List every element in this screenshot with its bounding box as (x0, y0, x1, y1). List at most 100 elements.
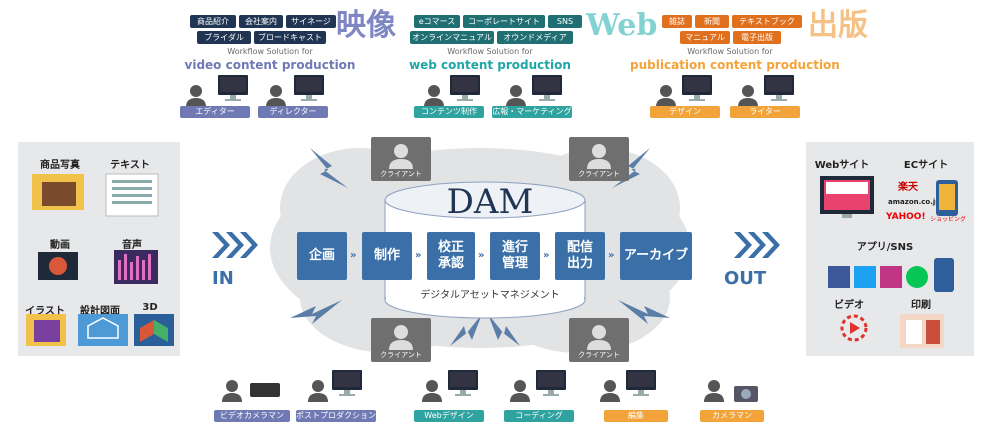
out-label: OUT (724, 268, 767, 289)
chevron-icon: » (543, 250, 550, 261)
windows-monitor-icon (532, 75, 562, 101)
item-product-photo: 商品写真 (40, 160, 80, 171)
pub-big-title: 出版 (808, 8, 868, 43)
apple-monitor-icon (536, 370, 566, 396)
amazon-logo: amazon.co.jp (888, 198, 941, 206)
out-print: 印刷 (911, 300, 931, 311)
video-wf-big: video content production (184, 58, 356, 72)
role-editing: 編集 (604, 410, 668, 422)
postproduction-person-icon (308, 380, 328, 402)
windows-monitor-icon (294, 75, 324, 101)
line-icon (906, 266, 928, 288)
windows-monitor-icon (764, 75, 794, 101)
tag-bridal: ブライダル (197, 31, 251, 44)
chevron-icon: » (478, 250, 485, 261)
tag-broadcast: ブロードキャスト (254, 31, 326, 44)
video-camera-icon (250, 383, 280, 397)
client-label: クライアント (578, 351, 620, 359)
tag-newspaper: 新聞 (695, 15, 729, 28)
apple-monitor-icon (218, 75, 248, 101)
tag-owned-media: オウンドメディア (497, 31, 573, 44)
out-arrow-icon (734, 232, 780, 258)
item-illust: イラスト (25, 306, 65, 317)
role-editor: エディター (180, 106, 250, 118)
photographer-person-icon (704, 380, 724, 402)
twitter-icon (854, 266, 876, 288)
out-apps-sns: アプリ/SNS (856, 242, 914, 253)
client-label: クライアント (380, 170, 422, 178)
chevron-icon: » (350, 250, 357, 261)
blueprint-icon (78, 314, 128, 346)
item-blueprint: 設計図面 (80, 306, 120, 317)
apple-monitor-icon (682, 75, 712, 101)
apple-monitor-icon (448, 370, 478, 396)
role-design: デザイン (650, 106, 720, 118)
item-video: 動画 (50, 240, 70, 251)
output-icons (820, 176, 958, 348)
role-photographer: カメラマン (700, 410, 764, 422)
step-archive: アーカイブ (620, 232, 692, 280)
coding-person-icon (510, 380, 530, 402)
chevron-icon: » (608, 250, 615, 261)
web-wf-big: web content production (409, 58, 571, 72)
lightning-icon (618, 300, 670, 324)
editor-person-icon (186, 85, 206, 107)
tag-ecommerce: eコマース (414, 15, 460, 28)
role-webdesign: Webデザイン (414, 410, 484, 422)
director-person-icon (266, 85, 286, 107)
role-coding: コーディング (504, 410, 574, 422)
designer-person-icon (656, 85, 676, 107)
apple-monitor-icon (450, 75, 480, 101)
item-audio: 音声 (122, 240, 142, 251)
client-box: クライアント (371, 318, 431, 362)
webdesign-person-icon (422, 380, 442, 402)
pub-wf-big: publication content production (630, 58, 840, 72)
windows-monitor-icon (626, 370, 656, 396)
step-distribution: 配信 出力 (555, 232, 605, 280)
item-text: テキスト (110, 160, 150, 171)
client-box: クライアント (569, 318, 629, 362)
lightning-icon (450, 314, 482, 346)
marketing-person-icon (506, 85, 526, 107)
web-wf-small: Workflow Solution for (447, 47, 533, 56)
client-label: クライアント (380, 351, 422, 359)
pub-wf-small: Workflow Solution for (687, 47, 773, 56)
item-3d: 3D (142, 302, 158, 313)
yahoo-logo: YAHOO! (886, 212, 926, 222)
role-marketing: 広報・マーケティング (492, 106, 572, 118)
tag-signage: サイネージ (286, 15, 336, 28)
tag-textbook: テキストブック (732, 15, 802, 28)
video-big-title: 映像 (336, 8, 396, 43)
out-video: ビデオ (834, 300, 864, 311)
yahoo-shopping-label: ショッピング (930, 216, 967, 223)
client-box: クライアント (569, 137, 629, 181)
web-big-title: Web (586, 8, 658, 43)
video-play-icon (840, 314, 868, 342)
tag-magazine: 雑誌 (662, 15, 692, 28)
out-ec-site: ECサイト (903, 160, 949, 171)
rakuten-logo: 楽天 (898, 182, 918, 193)
apple-monitor-icon (332, 370, 362, 396)
content-person-icon (424, 85, 444, 107)
role-videocameraman: ビデオカメラマン (214, 410, 290, 422)
in-arrow-icon (212, 232, 258, 258)
tag-online-manual: オンラインマニュアル (410, 31, 494, 44)
input-icons (26, 173, 174, 346)
lightning-icon (290, 300, 342, 324)
client-box: クライアント (371, 137, 431, 181)
dam-title: DAM (446, 182, 534, 222)
client-label: クライアント (578, 170, 620, 178)
step-progress: 進行 管理 (490, 232, 540, 280)
in-label: IN (212, 268, 234, 289)
tag-corporate-site: コーポレートサイト (463, 15, 545, 28)
tag-product-intro: 商品紹介 (190, 15, 236, 28)
role-content: コンテンツ制作 (414, 106, 484, 118)
editing-person-icon (600, 380, 620, 402)
role-postproduction: ポストプロダクション (296, 410, 376, 422)
tag-e-publishing: 電子出版 (733, 31, 781, 44)
videocameraman-person-icon (222, 380, 242, 402)
writer-person-icon (738, 85, 758, 107)
lightning-icon (488, 314, 520, 346)
chevron-icon: » (415, 250, 422, 261)
instagram-icon (880, 266, 902, 288)
